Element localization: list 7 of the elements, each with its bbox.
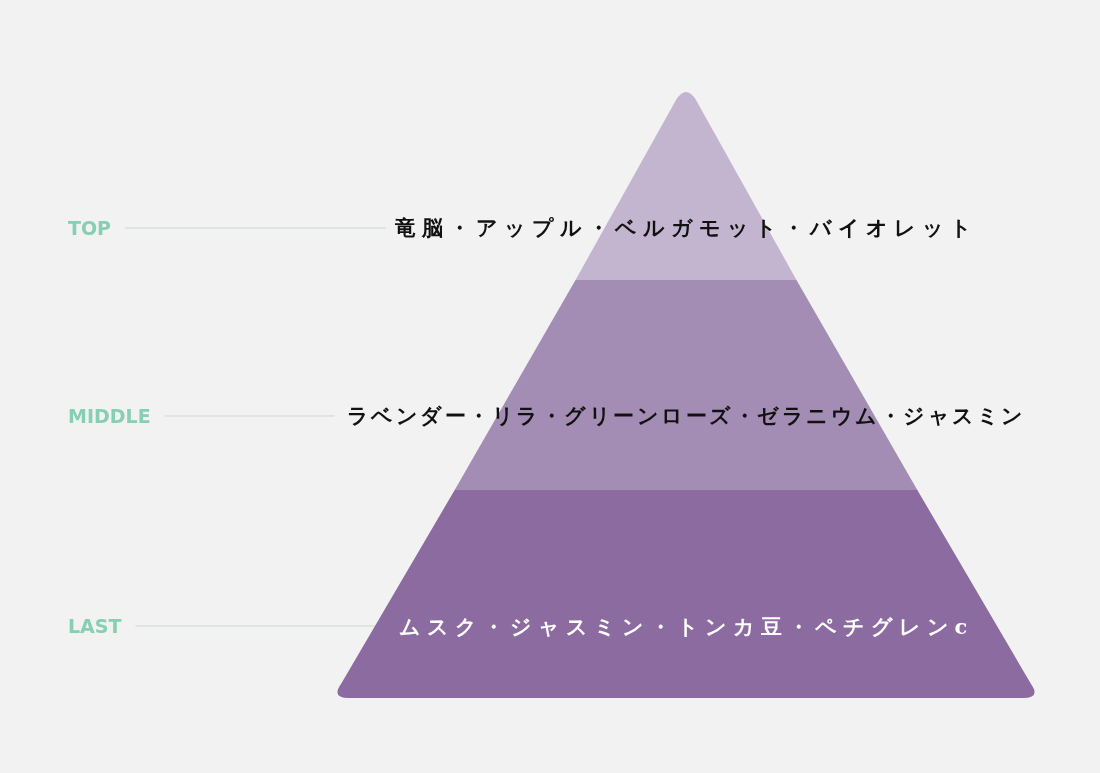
note-list: ラベンダー・リラ・グリーンローズ・ゼラニウム・ジャスミン [291,401,1081,431]
tier-label: LAST [68,614,122,638]
tier-label: TOP [68,216,112,240]
note-list: ムスク・ジャスミン・トンカ豆・ペチグレンc [335,612,1037,642]
pyramid-tier [335,490,1037,698]
note-list: 竜脳・アップル・ベルガモット・バイオレット [386,213,986,243]
tier-label: MIDDLE [68,404,151,428]
